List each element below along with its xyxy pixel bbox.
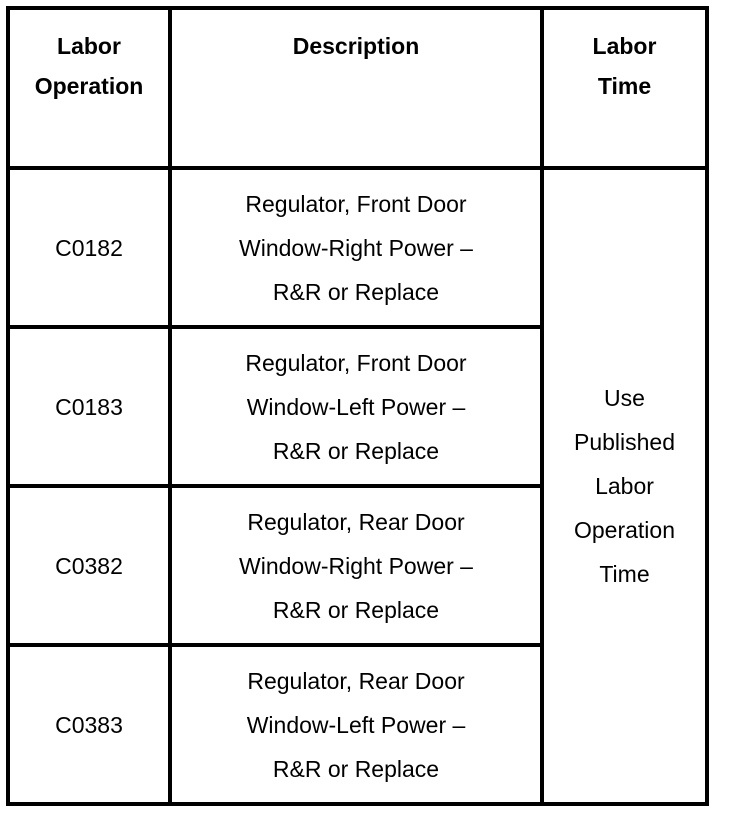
labor-operation-cell: C0182 <box>6 166 172 329</box>
labor-operation-cell: C0183 <box>6 325 172 488</box>
table-row: C0382 Regulator, Rear Door Window-Right … <box>6 484 707 647</box>
table-row: C0383 Regulator, Rear Door Window-Left P… <box>6 643 707 806</box>
description-cell: Regulator, Rear Door Window-Right Power … <box>168 484 544 647</box>
labor-operations-table: Labor Operation Description Labor Time C… <box>6 6 709 806</box>
table-row: C0182 Regulator, Front Door Window-Right… <box>6 166 709 806</box>
description-cell: Regulator, Rear Door Window-Left Power –… <box>168 643 544 806</box>
col-header-labor-time: Labor Time <box>540 6 709 170</box>
table-row: C0183 Regulator, Front Door Window-Left … <box>6 325 707 488</box>
labor-operation-cell: C0383 <box>6 643 172 806</box>
labor-operation-cell: C0382 <box>6 484 172 647</box>
description-cell: Regulator, Front Door Window-Left Power … <box>168 325 544 488</box>
labor-time-cell: Use Published Labor Operation Time <box>540 166 709 806</box>
description-cell: Regulator, Front Door Window-Right Power… <box>168 166 544 329</box>
col-header-description: Description <box>168 6 544 170</box>
col-header-labor-operation: Labor Operation <box>6 6 172 170</box>
header-row: Labor Operation Description Labor Time <box>6 6 709 170</box>
